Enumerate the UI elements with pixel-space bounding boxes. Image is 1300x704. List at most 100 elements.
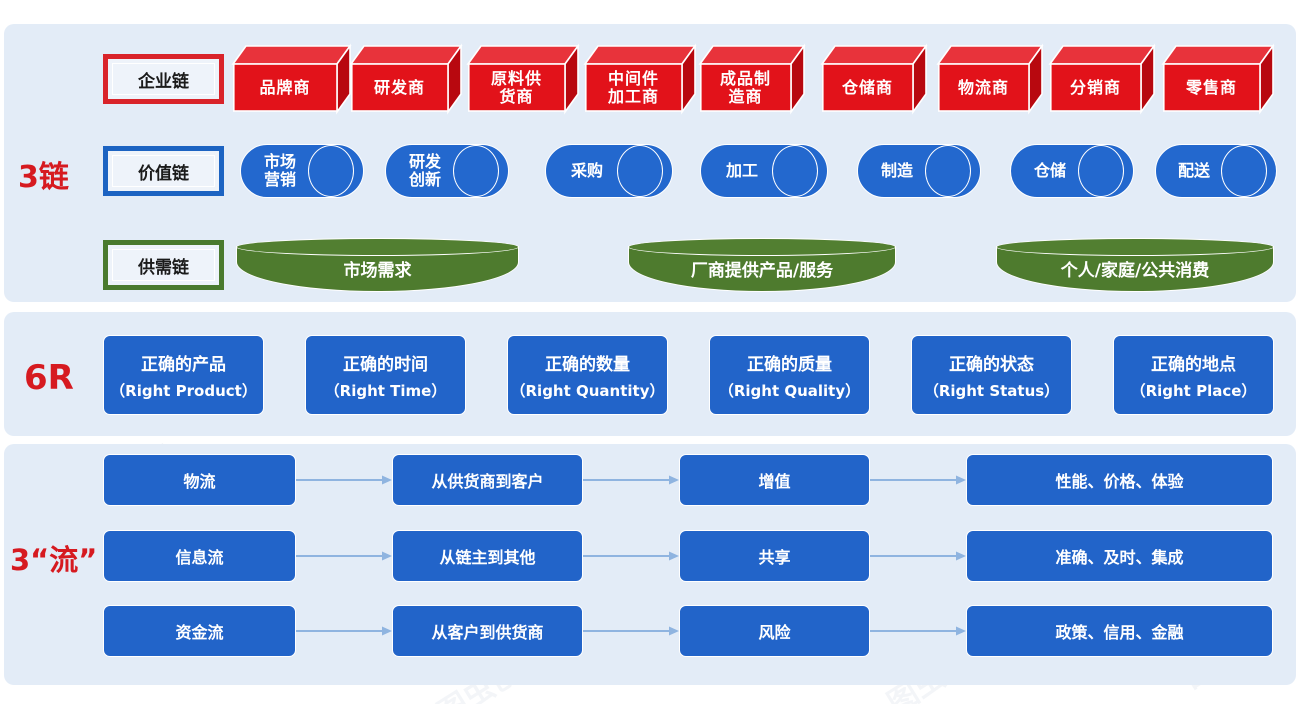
enterprise-node-label: 分销商 [1069, 78, 1121, 98]
flow-box-effect[interactable]: 增值 [679, 454, 870, 506]
cube-3d-shape [820, 43, 928, 115]
value-chain-cylinder[interactable]: 研发创新 [385, 144, 509, 198]
flow-arrow [296, 625, 392, 637]
cylinder-end-cap [925, 145, 971, 197]
chain-name-label: 供需链 [138, 257, 189, 278]
six-r-card[interactable]: 正确的产品 （Right Product） [103, 335, 264, 415]
six-r-card-title: 正确的产品 [141, 354, 226, 375]
supply-demand-label: 市场需求 [343, 260, 412, 281]
enterprise-node-box[interactable]: 零售商 [1161, 43, 1275, 115]
chain-name-enterprise: 企业链 [103, 54, 224, 104]
flow-box-label: 政策、信用、金融 [1055, 623, 1184, 642]
six-r-card-title: 正确的地点 [1151, 354, 1236, 375]
flow-arrow [583, 550, 679, 562]
six-r-card-subtitle: （Right Time） [324, 381, 447, 400]
six-r-card-subtitle: （Right Product） [110, 381, 257, 400]
value-chain-label: 配送 [1177, 161, 1210, 181]
flow-box-name[interactable]: 信息流 [103, 530, 296, 582]
value-chain-label: 研发创新 [408, 152, 441, 189]
flow-box-label: 资金流 [175, 623, 224, 642]
flow-box-attributes[interactable]: 性能、价格、体验 [966, 454, 1273, 506]
flow-arrow [870, 625, 966, 637]
six-r-card-title: 正确的时间 [343, 354, 428, 375]
value-chain-label: 仓储 [1033, 161, 1066, 181]
flow-arrow [296, 550, 392, 562]
cylinder-end-cap [617, 145, 663, 197]
flow-box-label: 增值 [758, 472, 791, 491]
six-r-card[interactable]: 正确的时间 （Right Time） [305, 335, 466, 415]
cube-3d-shape [466, 43, 580, 115]
chain-name-value: 价值链 [103, 146, 224, 196]
flow-box-direction[interactable]: 从供货商到客户 [392, 454, 583, 506]
disc-top-ellipse [236, 238, 519, 256]
flow-box-label: 从客户到供货商 [431, 623, 544, 642]
value-chain-cylinder[interactable]: 配送 [1155, 144, 1277, 198]
flow-box-name[interactable]: 资金流 [103, 605, 296, 657]
value-chain-cylinder[interactable]: 仓储 [1010, 144, 1134, 198]
flow-box-label: 风险 [758, 623, 791, 642]
flow-arrow [870, 550, 966, 562]
cylinder-end-cap [1078, 145, 1124, 197]
enterprise-node-box[interactable]: 研发商 [349, 43, 463, 115]
flow-box-name[interactable]: 物流 [103, 454, 296, 506]
enterprise-node-box[interactable]: 原料供货商 [466, 43, 580, 115]
flow-box-label: 从链主到其他 [439, 548, 536, 567]
cylinder-end-cap [1221, 145, 1267, 197]
enterprise-node-label: 品牌商 [259, 78, 311, 98]
six-r-card-title: 正确的数量 [545, 354, 630, 375]
supply-demand-label: 个人/家庭/公共消费 [1060, 260, 1210, 281]
supply-demand-disc[interactable]: 市场需求 [236, 238, 519, 292]
value-chain-cylinder[interactable]: 制造 [857, 144, 981, 198]
cylinder-end-cap [453, 145, 499, 197]
enterprise-node-label: 零售商 [1185, 78, 1237, 98]
flow-box-effect[interactable]: 风险 [679, 605, 870, 657]
flow-arrow [583, 625, 679, 637]
value-chain-label: 制造 [880, 161, 913, 181]
flow-box-attributes[interactable]: 准确、及时、集成 [966, 530, 1273, 582]
value-chain-label: 采购 [570, 161, 603, 181]
six-r-card[interactable]: 正确的数量 （Right Quantity） [507, 335, 668, 415]
cylinder-end-cap [308, 145, 354, 197]
flow-box-label: 信息流 [175, 548, 224, 567]
flow-box-direction[interactable]: 从链主到其他 [392, 530, 583, 582]
six-r-card-subtitle: （Right Place） [1130, 381, 1257, 400]
flow-box-label: 物流 [183, 472, 216, 491]
cylinder-end-cap [772, 145, 818, 197]
enterprise-node-box[interactable]: 中间件加工商 [583, 43, 697, 115]
flow-arrow [296, 474, 392, 486]
enterprise-node-label: 仓储商 [841, 78, 893, 98]
chain-name-supply: 供需链 [103, 240, 224, 290]
flow-box-direction[interactable]: 从客户到供货商 [392, 605, 583, 657]
six-r-card-subtitle: （Right Quantity） [510, 381, 665, 400]
enterprise-node-box[interactable]: 仓储商 [820, 43, 928, 115]
flow-box-effect[interactable]: 共享 [679, 530, 870, 582]
disc-top-ellipse [996, 238, 1274, 256]
enterprise-node-box[interactable]: 分销商 [1048, 43, 1156, 115]
flow-box-attributes[interactable]: 政策、信用、金融 [966, 605, 1273, 657]
flow-arrow [870, 474, 966, 486]
six-r-card-title: 正确的质量 [747, 354, 832, 375]
six-r-card[interactable]: 正确的状态（Right Status） [911, 335, 1072, 415]
supply-demand-label: 厂商提供产品/服务 [690, 260, 834, 281]
value-chain-cylinder[interactable]: 市场营销 [240, 144, 364, 198]
six-r-card[interactable]: 正确的质量（Right Quality） [709, 335, 870, 415]
six-r-card-subtitle: （Right Status） [923, 381, 1060, 400]
enterprise-node-box[interactable]: 成品制造商 [698, 43, 806, 115]
cube-3d-shape [349, 43, 463, 115]
flow-box-label: 性能、价格、体验 [1055, 472, 1184, 491]
enterprise-node-label: 原料供货商 [490, 69, 542, 106]
chain-name-label: 价值链 [138, 163, 189, 184]
enterprise-node-box[interactable]: 品牌商 [231, 43, 352, 115]
cube-3d-shape [1161, 43, 1275, 115]
enterprise-node-box[interactable]: 物流商 [936, 43, 1044, 115]
six-r-card[interactable]: 正确的地点 （Right Place） [1113, 335, 1274, 415]
disc-top-ellipse [628, 238, 896, 256]
value-chain-label: 市场营销 [263, 152, 296, 189]
value-chain-cylinder[interactable]: 加工 [700, 144, 828, 198]
cube-3d-shape [231, 43, 352, 115]
supply-demand-disc[interactable]: 个人/家庭/公共消费 [996, 238, 1274, 292]
value-chain-cylinder[interactable]: 采购 [545, 144, 673, 198]
supply-demand-disc[interactable]: 厂商提供产品/服务 [628, 238, 896, 292]
chain-name-label: 企业链 [138, 71, 189, 92]
